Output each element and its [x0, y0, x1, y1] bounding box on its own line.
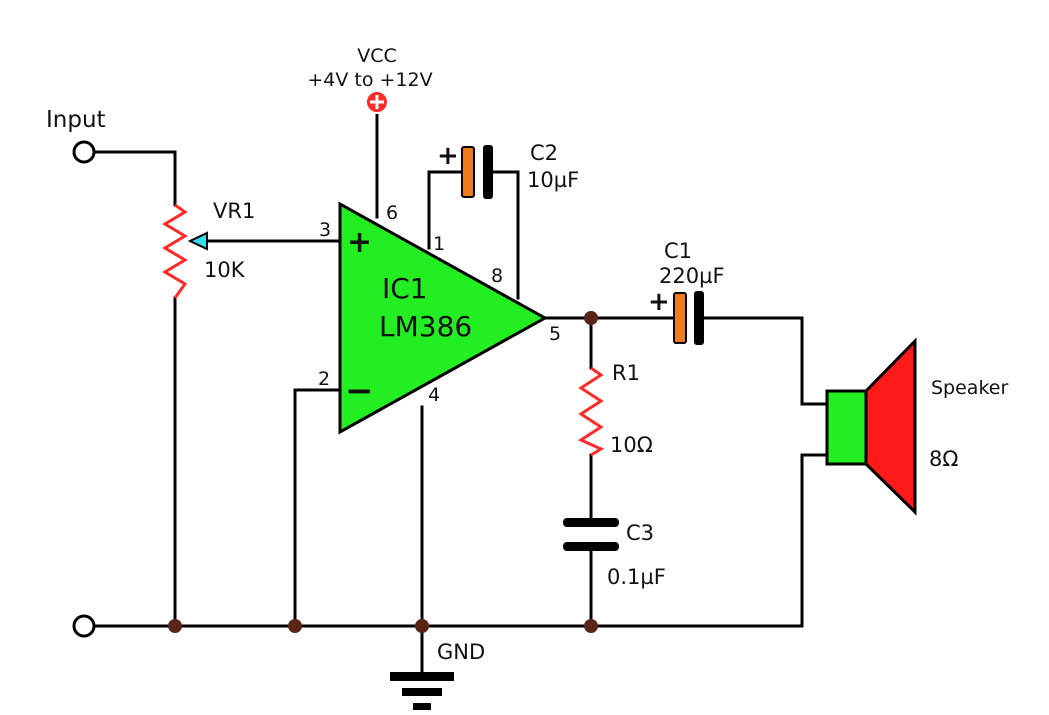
pin-6-label: 6 [386, 202, 398, 224]
wire-input-to-vr1 [93, 150, 177, 207]
pin-4-label: 4 [428, 384, 440, 406]
ic1-part: LM386 [379, 310, 472, 343]
gnd-label: GND [437, 640, 485, 664]
opamp-minus-sign: − [345, 371, 374, 411]
pin-8-label: 8 [491, 265, 503, 287]
vr1-value: 10K [204, 258, 246, 282]
wire-speaker-to-ground [800, 453, 829, 628]
c1-capacitor [673, 291, 704, 345]
wire-pin1-to-c2 [427, 170, 464, 250]
junction-dot [584, 311, 598, 325]
ic1-opamp [338, 201, 549, 435]
c2-name: C2 [530, 141, 558, 165]
pin-3-label: 3 [319, 219, 331, 241]
ground-icon [390, 672, 454, 710]
junction-dot [168, 619, 182, 633]
c3-capacitor [563, 518, 619, 551]
input-terminal [72, 140, 96, 164]
c2-polarity: + [437, 141, 459, 171]
c2-capacitor [461, 145, 493, 199]
speaker-label: Speaker [931, 377, 1008, 399]
junctions [168, 311, 598, 633]
plus-circle-icon [365, 90, 389, 114]
wires [93, 111, 829, 674]
wire-pin2-to-ground [293, 388, 342, 628]
r1-resistor [577, 366, 605, 457]
c1-value: 220µF [659, 264, 725, 288]
ic1-name: IC1 [382, 272, 428, 305]
ground-input-terminal [72, 614, 96, 638]
vr1-potentiometer [162, 203, 188, 299]
pin-1-label: 1 [433, 233, 445, 255]
c1-name: C1 [664, 239, 692, 263]
vcc-label: VCC [357, 45, 397, 67]
pin-5-label: 5 [549, 323, 561, 345]
junction-dot [584, 619, 598, 633]
c3-name: C3 [626, 521, 654, 545]
c3-value: 0.1µF [607, 565, 666, 589]
junction-dot [415, 619, 429, 633]
opamp-plus-sign: + [347, 225, 372, 260]
vcc-range-label: +4V to +12V [307, 69, 432, 91]
junction-dot [288, 619, 302, 633]
r1-name: R1 [612, 361, 640, 385]
input-label: Input [46, 107, 106, 133]
c2-value: 10µF [527, 168, 579, 192]
wiper-arrow-icon [187, 231, 208, 251]
r1-value: 10Ω [610, 433, 653, 457]
speaker-icon [825, 337, 917, 516]
pin-2-label: 2 [318, 368, 330, 390]
vr1-name: VR1 [213, 199, 255, 223]
speaker-impedance: 8Ω [929, 447, 958, 471]
wire-c1-to-speaker [700, 316, 829, 406]
c1-polarity: + [648, 287, 670, 317]
wire-c2-to-pin8 [490, 170, 520, 300]
